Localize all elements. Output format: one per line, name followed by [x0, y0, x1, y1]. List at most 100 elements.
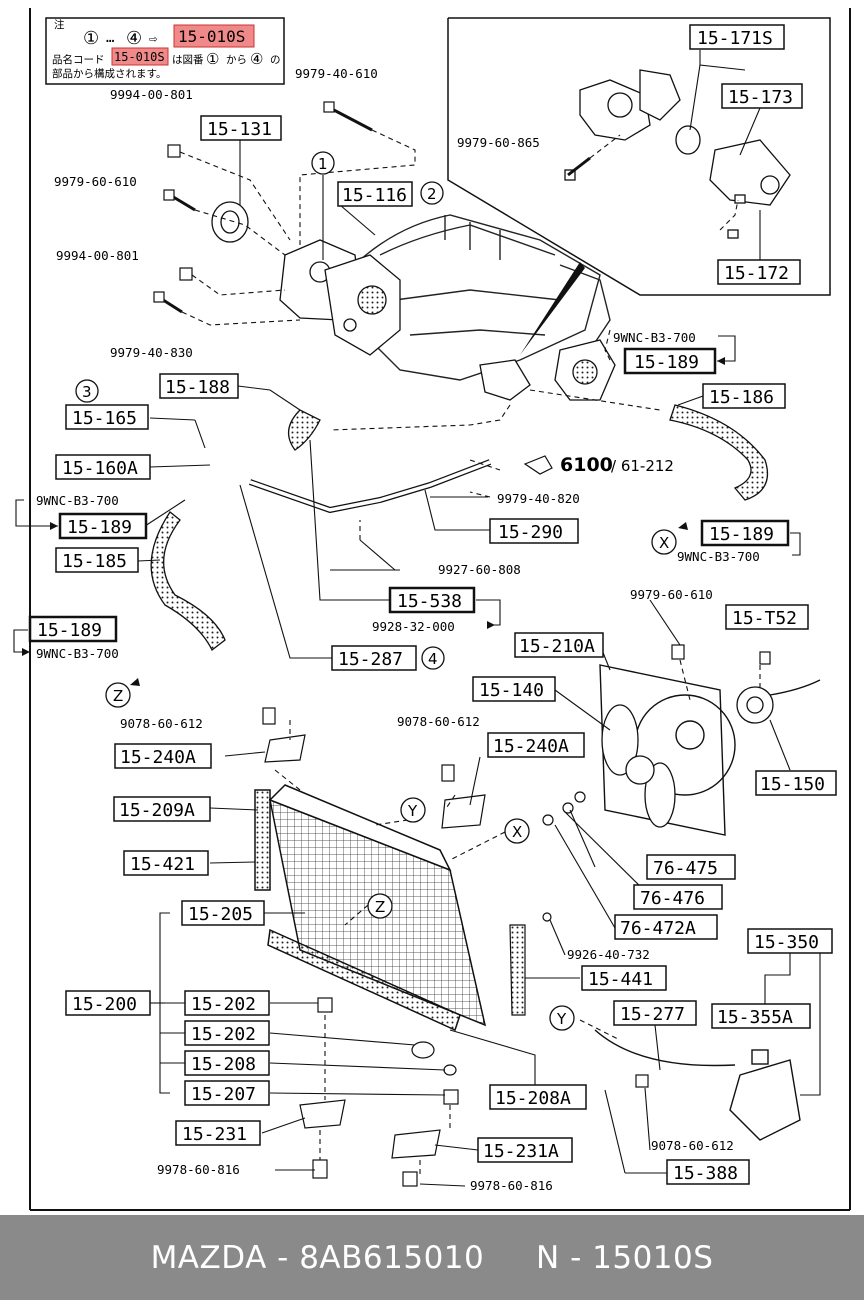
- hose-15-186: [669, 404, 769, 501]
- part-15-355A[interactable]: 15-355A: [711, 1003, 811, 1029]
- svg-text:15-207: 15-207: [191, 1084, 256, 1105]
- footer-brand: MAZDA: [150, 1239, 267, 1276]
- note-highlight-code: 15-010S: [178, 27, 245, 46]
- note-line2-c4: ④: [250, 50, 263, 68]
- circle-ref-X-2: X: [504, 818, 530, 844]
- part-label-boxes: 15-171S 15-173 15-172 15-131 15-116 15-1…: [28, 24, 837, 1185]
- note-line3: 部品から構成されます。: [52, 67, 166, 80]
- part-15-173[interactable]: 15-173: [721, 83, 803, 109]
- footer-n-code: 15010S: [592, 1239, 714, 1276]
- dashed-leader-lines: [179, 129, 761, 1175]
- bolt-9078-60-612-left: 9078-60-612: [120, 716, 203, 731]
- part-15-421[interactable]: 15-421: [123, 850, 209, 876]
- hose-15-188: [288, 409, 321, 451]
- thermostat-parts: [564, 69, 791, 239]
- svg-text:4: 4: [428, 650, 438, 668]
- part-15-290[interactable]: 15-290: [489, 518, 579, 544]
- part-76-472A[interactable]: 76-472A: [614, 914, 718, 940]
- bolt-9978-60-816-left: 9978-60-816: [157, 1162, 240, 1177]
- svg-text:15-200: 15-200: [72, 994, 137, 1015]
- part-15-189-right[interactable]: 15-189: [700, 519, 790, 547]
- part-15-140[interactable]: 15-140: [472, 676, 556, 702]
- part-15-287[interactable]: 15-287: [331, 645, 417, 671]
- svg-text:Z: Z: [113, 687, 123, 705]
- svg-text:15-186: 15-186: [709, 387, 774, 408]
- ref-6100-main: 6100: [560, 454, 613, 476]
- part-15-231[interactable]: 15-231: [175, 1120, 261, 1146]
- part-15-240A-left[interactable]: 15-240A: [114, 743, 212, 769]
- part-15-188[interactable]: 15-188: [159, 373, 239, 399]
- svg-text:15-131: 15-131: [207, 119, 272, 140]
- part-15-189-topright[interactable]: 15-189: [623, 347, 717, 375]
- part-15-165[interactable]: 15-165: [65, 404, 149, 430]
- overflow-hose-15-277: [594, 1029, 736, 1067]
- svg-text:X: X: [512, 823, 522, 841]
- svg-text:15-205: 15-205: [188, 904, 253, 925]
- part-15-172[interactable]: 15-172: [717, 259, 801, 285]
- part-15-209A[interactable]: 15-209A: [113, 796, 211, 822]
- svg-text:15-173: 15-173: [728, 87, 793, 108]
- part-15-538[interactable]: 15-538: [388, 586, 476, 614]
- note-line2-suffix: の: [270, 54, 281, 66]
- footer-n-label: N: [536, 1239, 560, 1276]
- part-15-150[interactable]: 15-150: [755, 770, 837, 796]
- note-line2-kara: から: [226, 54, 247, 66]
- bolt-9979-60-610-fan: 9979-60-610: [630, 587, 713, 602]
- note-highlight-box: [173, 24, 255, 48]
- svg-text:15-202: 15-202: [191, 1024, 256, 1045]
- circle-ref-Y-1: Y: [400, 797, 426, 823]
- circle-ref-1: 1: [311, 151, 335, 175]
- part-15-240A-right[interactable]: 15-240A: [487, 732, 585, 758]
- svg-text:15-202: 15-202: [191, 994, 256, 1015]
- ref-6100: 6100 / 61-212: [523, 454, 674, 476]
- part-15-202-a[interactable]: 15-202: [184, 990, 270, 1016]
- note-highlight-box-2: [111, 47, 169, 66]
- svg-text:15-277: 15-277: [620, 1004, 685, 1025]
- bolt-9928-32-000: 9928-32-000: [372, 619, 455, 634]
- part-76-475[interactable]: 76-475: [646, 854, 736, 880]
- part-15-171S[interactable]: 15-171S: [689, 24, 785, 50]
- part-15-202-b[interactable]: 15-202: [184, 1020, 270, 1046]
- part-15-189-left-2[interactable]: 15-189: [28, 615, 118, 643]
- note-arrow: ⇨: [149, 31, 158, 47]
- svg-text:15-240A: 15-240A: [120, 747, 196, 768]
- svg-text:15-208A: 15-208A: [495, 1088, 571, 1109]
- part-15-207[interactable]: 15-207: [184, 1080, 270, 1106]
- part-15-200[interactable]: 15-200: [65, 990, 151, 1016]
- footer-sep-1: -: [266, 1239, 300, 1276]
- part-15-277[interactable]: 15-277: [613, 1000, 697, 1026]
- part-15-231A[interactable]: 15-231A: [477, 1137, 573, 1163]
- part-15-T52[interactable]: 15-T52: [725, 604, 809, 630]
- part-15-208[interactable]: 15-208: [184, 1050, 270, 1076]
- part-15-116[interactable]: 15-116: [337, 181, 413, 207]
- svg-text:15-388: 15-388: [673, 1163, 738, 1184]
- part-15-185[interactable]: 15-185: [55, 547, 139, 573]
- part-15-205[interactable]: 15-205: [181, 900, 265, 926]
- part-15-131[interactable]: 15-131: [200, 115, 282, 141]
- part-15-160A[interactable]: 15-160A: [55, 454, 151, 480]
- bolt-9979-60-865: 9979-60-865: [457, 135, 540, 150]
- svg-text:Y: Y: [556, 1010, 567, 1028]
- part-15-350[interactable]: 15-350: [747, 928, 833, 954]
- svg-text:15-210A: 15-210A: [519, 636, 595, 657]
- part-15-189-left-1[interactable]: 15-189: [58, 512, 148, 540]
- bolt-labels: 9979-40-610 9994-00-801 9979-60-865 9979…: [36, 66, 760, 1193]
- part-76-476[interactable]: 76-476: [633, 884, 723, 910]
- svg-text:15-116: 15-116: [342, 185, 407, 206]
- svg-text:15-189: 15-189: [67, 517, 132, 538]
- fan-motor: [736, 679, 821, 724]
- part-15-388[interactable]: 15-388: [666, 1159, 750, 1185]
- svg-text:15-287: 15-287: [338, 649, 403, 670]
- part-15-186[interactable]: 15-186: [702, 383, 786, 409]
- footer-part-number: 8AB615010: [299, 1239, 485, 1276]
- note-ellipsis: …: [106, 30, 114, 46]
- svg-text:Z: Z: [375, 898, 385, 916]
- footer-gap: [484, 1240, 536, 1276]
- svg-text:15-290: 15-290: [498, 522, 563, 543]
- part-15-208A[interactable]: 15-208A: [489, 1084, 587, 1110]
- part-15-210A[interactable]: 15-210A: [514, 632, 604, 658]
- part-15-441[interactable]: 15-441: [581, 965, 667, 991]
- bolt-9WNC-right: 9WNC-B3-700: [677, 549, 760, 564]
- svg-text:15-160A: 15-160A: [62, 458, 138, 479]
- bolt-9978-60-816-right: 9978-60-816: [470, 1178, 553, 1193]
